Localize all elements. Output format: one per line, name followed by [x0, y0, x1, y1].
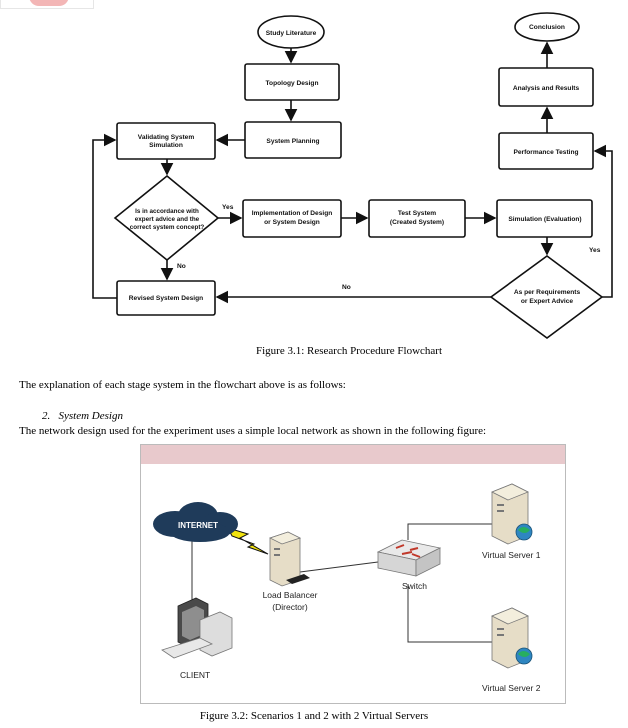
- section-title: System Design: [58, 410, 123, 422]
- switch-label: Switch: [402, 581, 427, 591]
- node-performance-testing: [498, 132, 594, 170]
- lightning-icon: [227, 527, 269, 555]
- label-test-system-1: Test System: [398, 210, 436, 217]
- label-study-literature: Study Literature: [266, 30, 317, 37]
- virtual-server-2-icon: [491, 607, 533, 669]
- edge-label-no-1: No: [177, 263, 186, 270]
- client-computer-icon: [161, 597, 233, 659]
- label-implementation-2: or System Design: [264, 219, 320, 226]
- network-intro-paragraph: The network design used for the experime…: [19, 425, 487, 437]
- explanation-paragraph: The explanation of each stage system in …: [19, 379, 346, 391]
- corner-mark: [0, 0, 94, 9]
- network-header-bar: [141, 445, 565, 464]
- node-validating: [116, 122, 216, 160]
- label-implementation-1: Implementation of Design: [252, 210, 333, 217]
- network-diagram: INTERNET Load Balancer (Director) Switch…: [140, 444, 566, 704]
- label-decision1-3: correct system concept?: [130, 224, 205, 231]
- label-decision1-2: expert advice and the: [135, 216, 200, 223]
- node-topology-design: [244, 63, 340, 101]
- label-conclusion: Conclusion: [529, 24, 565, 31]
- label-revised: Revised System Design: [129, 295, 203, 302]
- edge-label-yes-2: Yes: [589, 247, 601, 254]
- label-simulation: Simulation (Evaluation): [508, 216, 581, 223]
- load-balancer-label-2: (Director): [272, 602, 308, 612]
- node-analysis: [498, 67, 594, 107]
- virtual-server-1-icon: [491, 483, 533, 545]
- virtual-server-2-label: Virtual Server 2: [482, 683, 541, 693]
- research-flowchart: Study Literature Topology Design System …: [92, 12, 613, 339]
- label-test-system-2: (Created System): [390, 219, 444, 226]
- load-balancer-icon: [268, 531, 310, 587]
- client-label: CLIENT: [180, 670, 210, 680]
- node-conclusion: [514, 12, 580, 42]
- switch-icon: [376, 539, 442, 577]
- section-number: 2.: [42, 410, 51, 422]
- edge-label-no-2: No: [342, 284, 351, 291]
- virtual-server-1-label: Virtual Server 1: [482, 550, 541, 560]
- label-topology-design: Topology Design: [266, 80, 319, 87]
- node-decision2: [489, 255, 604, 339]
- internet-label: INTERNET: [178, 521, 218, 530]
- load-balancer-label-1: Load Balancer: [263, 590, 318, 600]
- label-system-planning: System Planning: [266, 138, 319, 145]
- label-decision2-1: As per Requirements: [514, 289, 581, 296]
- label-decision1-1: Is in accordance with: [135, 208, 199, 215]
- label-validating-2: Simulation: [149, 142, 183, 149]
- figure-2-caption: Figure 3.2: Scenarios 1 and 2 with 2 Vir…: [199, 710, 429, 722]
- label-decision2-2: or Expert Advice: [521, 298, 573, 305]
- label-validating-1: Validating System: [138, 134, 195, 141]
- label-analysis: Analysis and Results: [513, 85, 580, 92]
- section-heading: 2. System Design: [42, 410, 123, 422]
- label-performance-testing: Performance Testing: [513, 149, 578, 156]
- internet-cloud-icon: INTERNET: [153, 502, 238, 542]
- figure-1-caption: Figure 3.1: Research Procedure Flowchart: [255, 345, 443, 357]
- edge-label-yes-1: Yes: [222, 204, 234, 211]
- node-simulation: [496, 199, 593, 238]
